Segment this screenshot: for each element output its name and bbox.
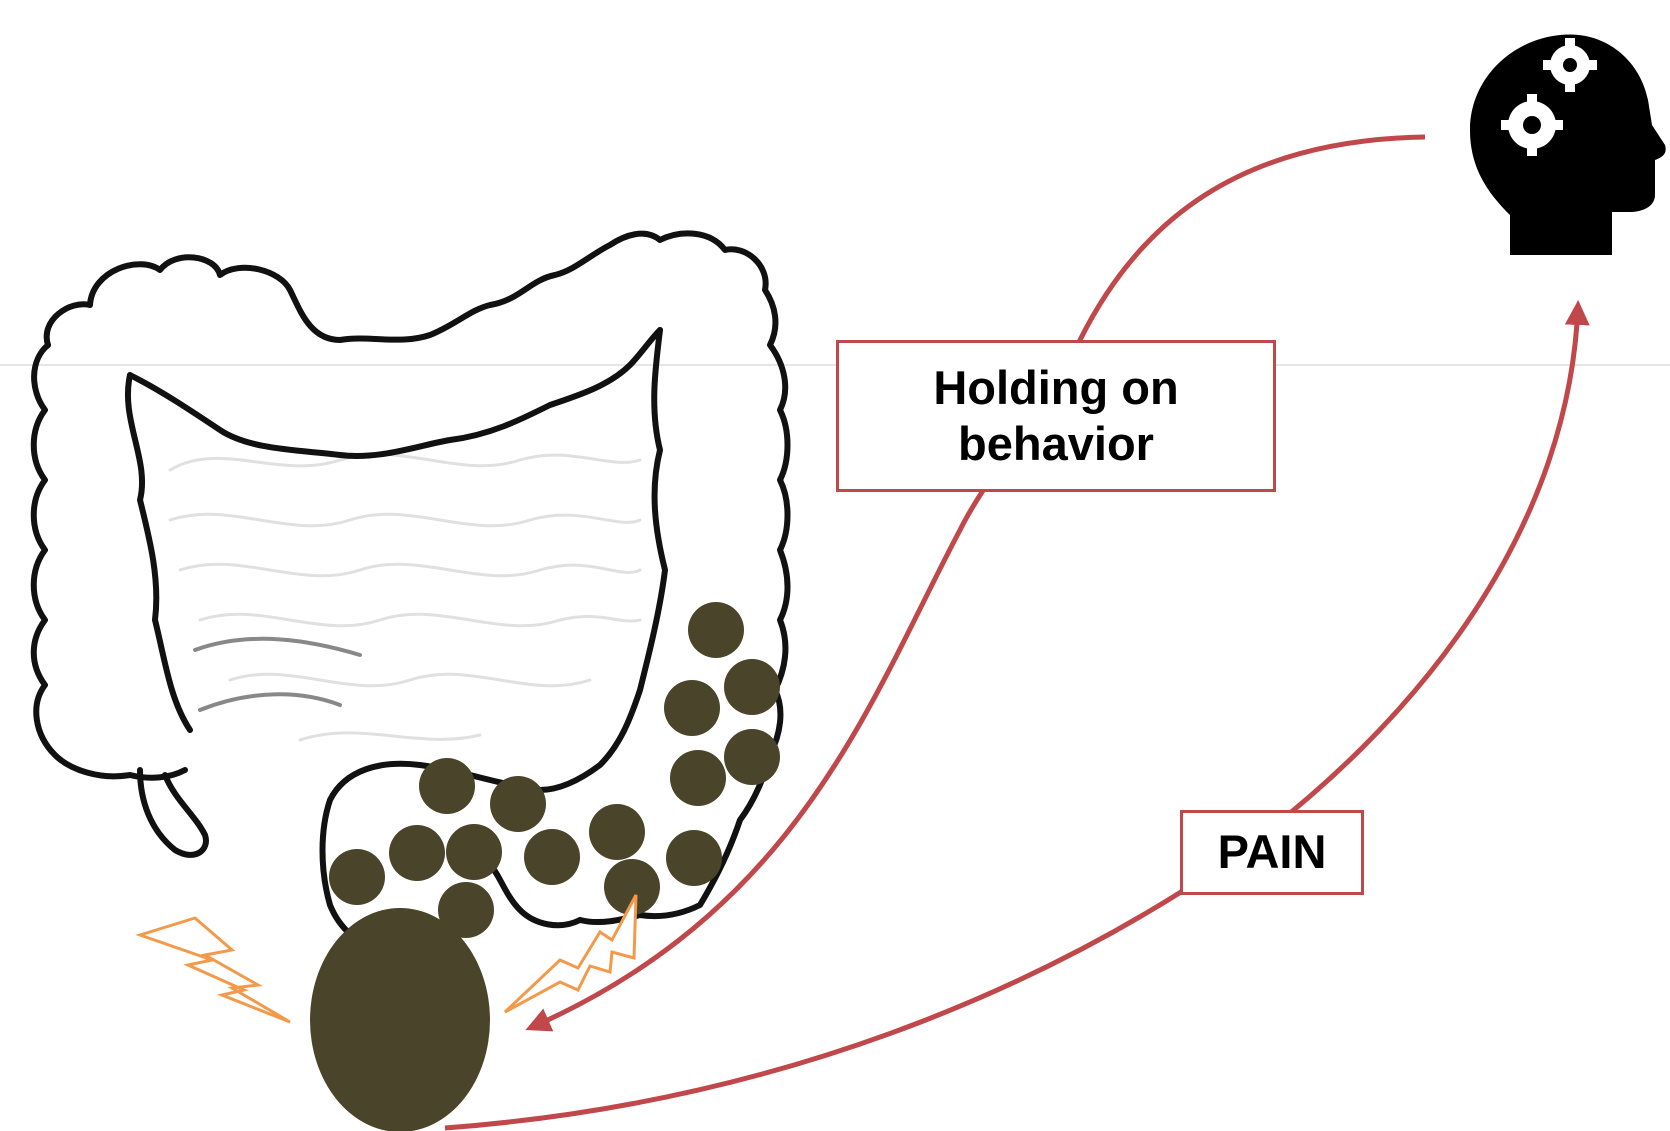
stool-pellets: [310, 602, 780, 1131]
head-with-gears-icon: [1470, 34, 1666, 255]
holding-on-behavior-label: Holding on behavior: [836, 340, 1276, 492]
lightning-bolt-icon: [140, 918, 290, 1022]
pain-text: PAIN: [1218, 824, 1327, 880]
pain-label: PAIN: [1180, 810, 1364, 895]
holding-on-behavior-text: Holding on behavior: [839, 360, 1273, 473]
rectal-stool-mass: [310, 908, 490, 1131]
